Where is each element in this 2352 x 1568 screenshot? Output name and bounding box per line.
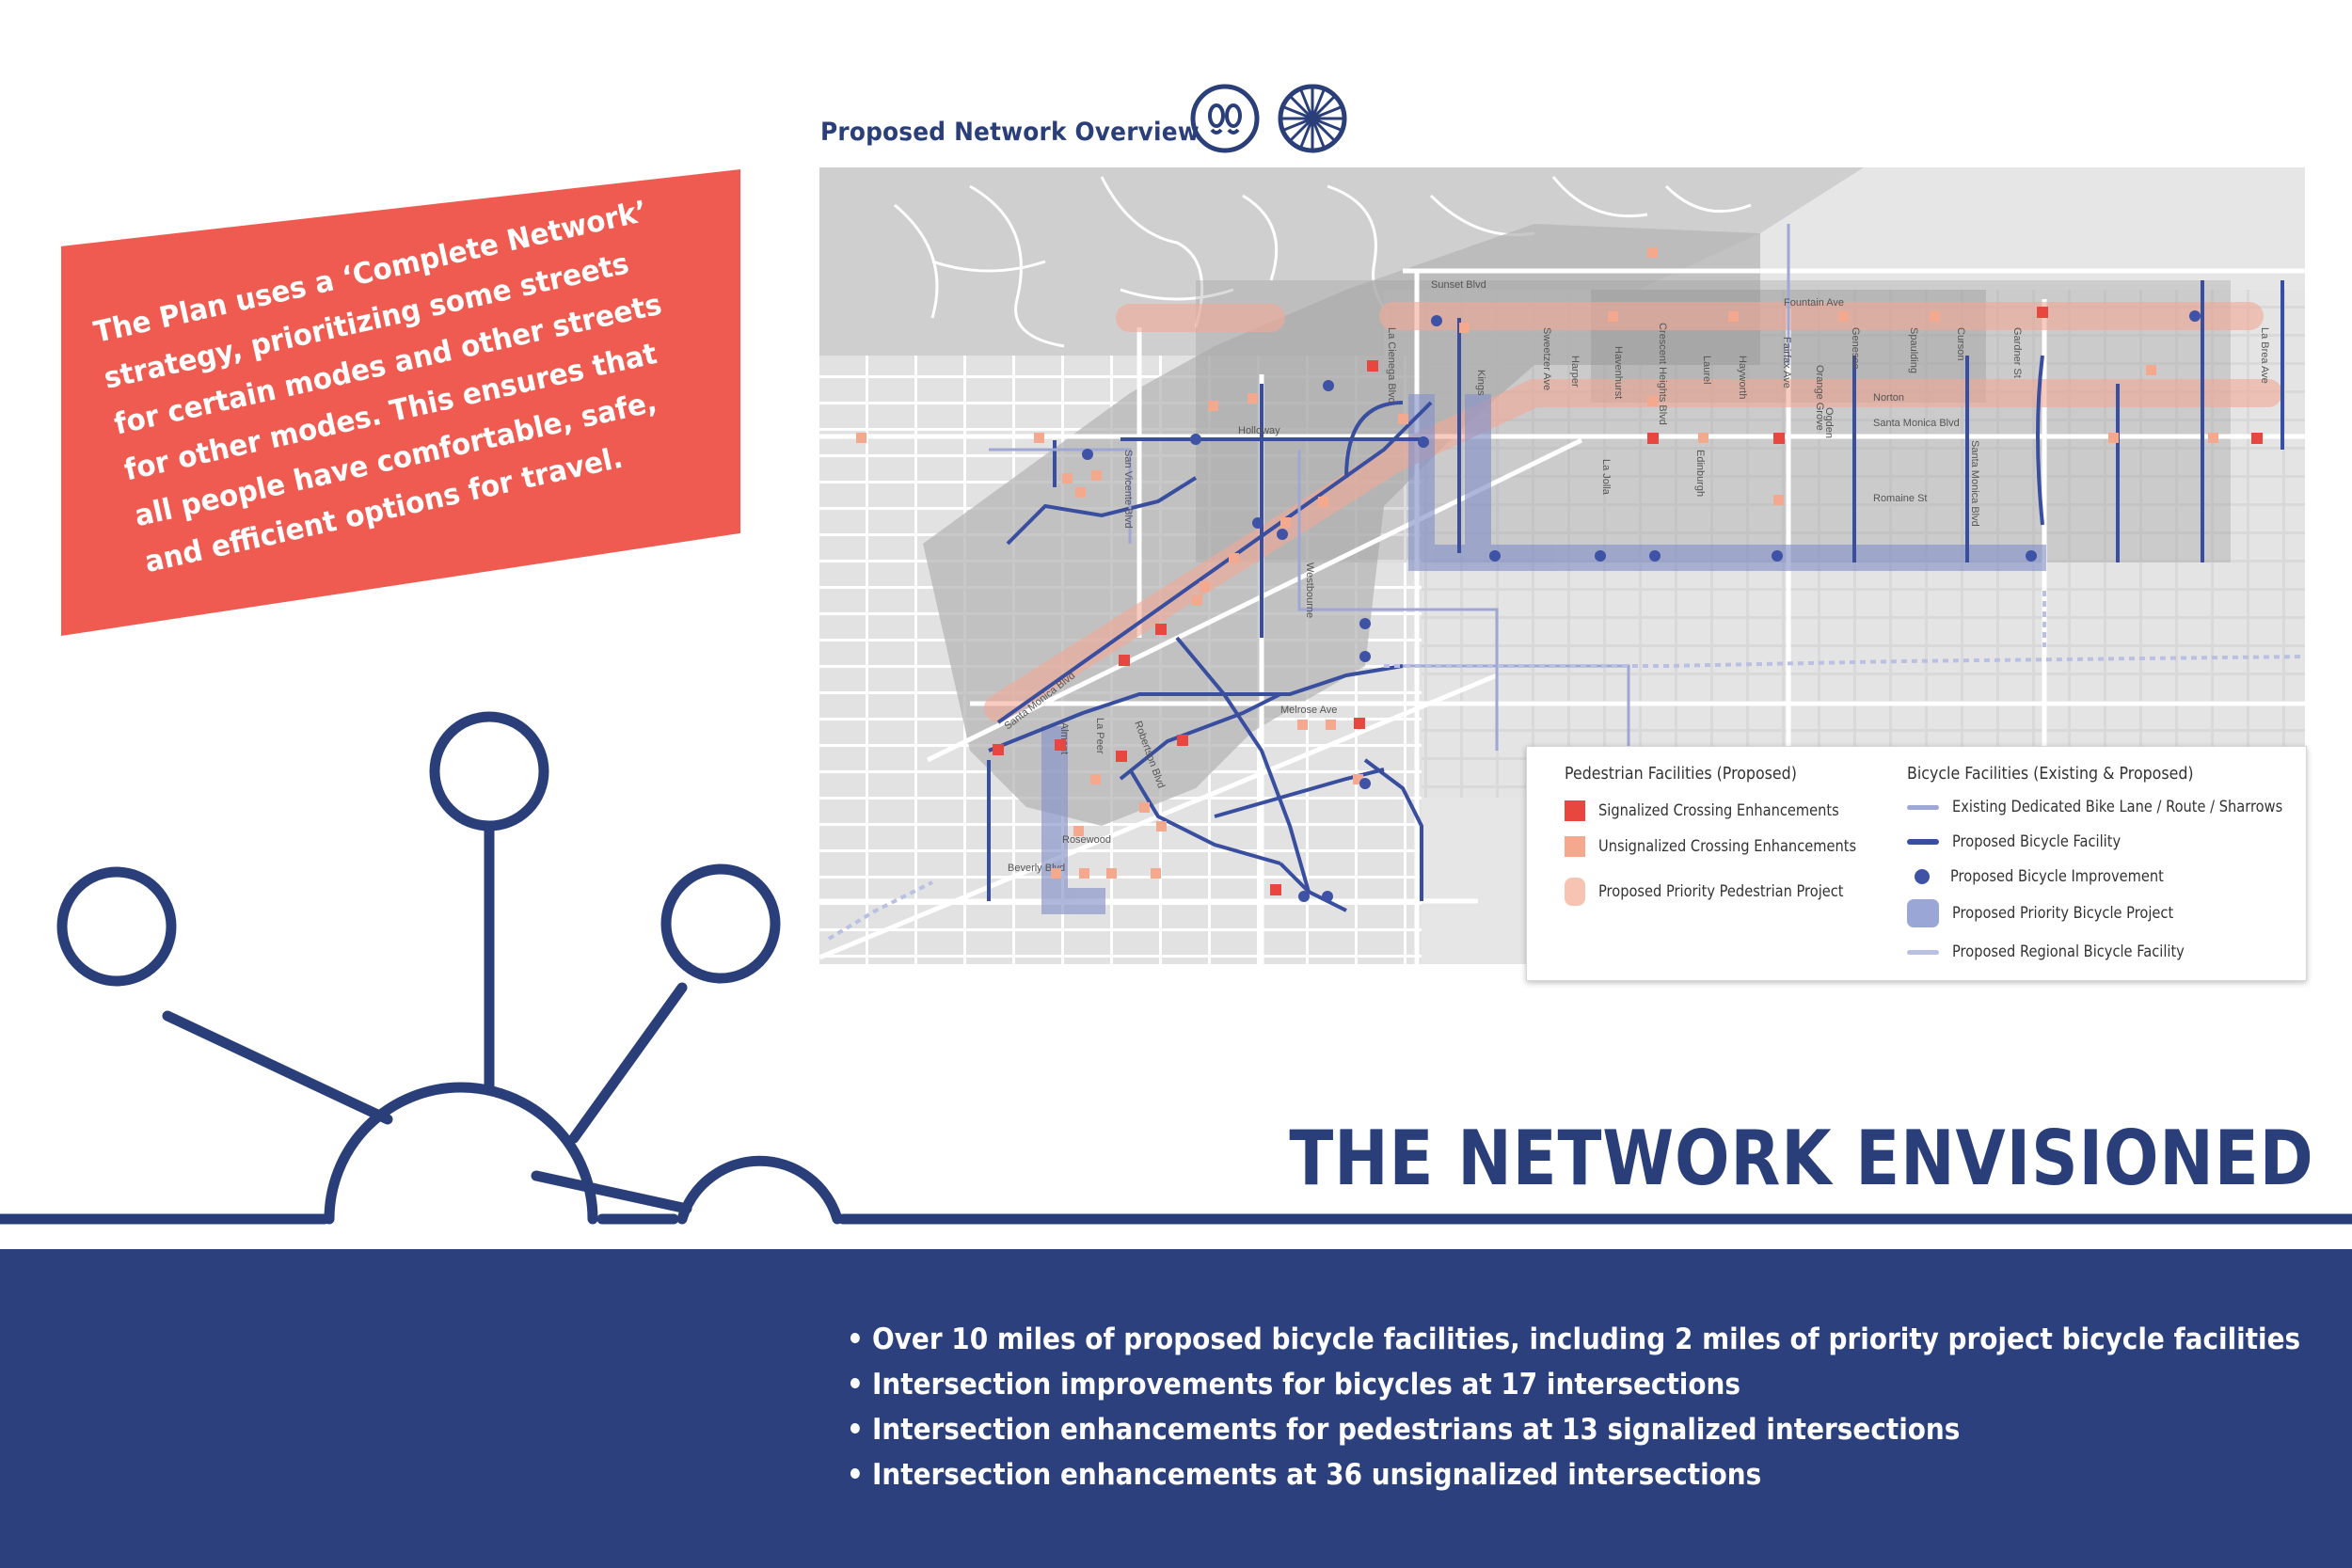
legend-label: Signalized Crossing Enhancements [1598,801,1839,820]
map-legend: Pedestrian Facilities (Proposed) Bicycle… [1526,746,2307,981]
signalized-crossing [1647,433,1659,444]
signalized-crossing [2251,433,2263,444]
street-label-fairfax: Fairfax Ave [1781,337,1792,388]
network-hub-graphic [0,711,2352,1225]
legend-item-existing-bike: Existing Dedicated Bike Lane / Route / S… [1907,798,2336,816]
legend-label: Unsignalized Crossing Enhancements [1598,837,1857,856]
signalized-crossing [1270,884,1281,895]
bicycle-wheel-icon [1278,84,1347,153]
stat-text: Intersection improvements for bicycles a… [872,1368,1740,1402]
regional-bicycle-facility [827,591,2305,941]
legend-label: Proposed Bicycle Improvement [1950,867,2164,886]
bike-improvement-swatch [1915,869,1930,884]
main-heading: THE NETWORK ENVISIONED [1289,1115,2314,1202]
district-area [923,224,1760,826]
street-label-spaulding: Spaulding [1908,327,1919,373]
signalized-crossing [1116,751,1127,762]
street-label-orange-grove: Orange Grove [1814,365,1825,431]
network-map[interactable]: Sunset Blvd Fountain Ave Santa Monica Bl… [819,167,2305,964]
street-label-la-jolla: La Jolla [1600,459,1612,496]
street-label-hayworth: Hayworth [1737,356,1748,399]
legend-item-signalized: Signalized Crossing Enhancements [1565,800,1878,821]
signalized-crossing [2037,307,2048,318]
street-label-rosewood: Rosewood [1062,834,1111,846]
legend-label: Proposed Regional Bicycle Facility [1952,942,2185,961]
hills-area [819,167,1864,356]
street-label-edinburgh: Edinburgh [1694,450,1706,497]
legend-item-priority-bike: Proposed Priority Bicycle Project [1907,899,2209,927]
street-label-la-brea: La Brea Ave [2259,327,2270,384]
stat-text: Intersection enhancements for pedestrian… [872,1413,1961,1447]
signalized-crossing [1773,433,1785,444]
legend-label: Proposed Priority Bicycle Project [1952,904,2174,923]
legend-item-priority-ped: Proposed Priority Pedestrian Project [1565,878,1883,906]
footer-band [0,1249,2352,1568]
street-label-laurel: Laurel [1701,356,1712,385]
legend-bicycle-heading: Bicycle Facilities (Existing & Proposed) [1907,764,2194,784]
priority-ped-swatch [1565,878,1585,906]
legend-item-regional-bike: Proposed Regional Bicycle Facility [1907,942,2222,961]
street-label-genesee: Genesee [1850,327,1861,370]
street-label-beverly: Beverly Blvd [1008,863,1065,874]
street-label-harper: Harper [1569,356,1581,388]
legend-item-bike-improvement: Proposed Bicycle Improvement [1915,867,2199,886]
map-title: Proposed Network Overview [820,118,1200,147]
priority-bike-swatch [1907,899,1939,927]
street-label-kings: Kings [1475,370,1486,396]
street-label-la-cienega: La Cienega Blvd [1386,327,1397,404]
signalized-crossing [993,744,1004,755]
legend-item-proposed-bike: Proposed Bicycle Facility [1907,832,2148,851]
stats-list: •Over 10 miles of proposed bicycle facil… [847,1317,2352,1497]
street-label-la-peer: La Peer [1094,718,1105,754]
signalized-crossing [1354,718,1365,729]
existing-bike-swatch [1907,804,1939,810]
street-label-curson: Curson [1955,327,1966,360]
proposed-bicycle-facility [987,280,2284,912]
legend-item-unsignalized: Unsignalized Crossing Enhancements [1565,836,1899,857]
proposed-bike-swatch [1907,839,1939,845]
stat-item: •Intersection improvements for bicycles … [847,1368,1740,1402]
signalized-crossing [1155,624,1167,635]
street-label-crescent-heights: Crescent Heights Blvd [1657,323,1668,425]
street-label-fountain: Fountain Ave [1784,297,1844,309]
signalized-crossing [1177,735,1188,746]
footprints-icon [1190,84,1260,153]
stat-text: Over 10 miles of proposed bicycle facili… [872,1323,2301,1356]
street-label-melrose: Melrose Ave [1280,705,1337,716]
stat-text: Intersection enhancements at 36 unsignal… [872,1458,1762,1492]
street-label-santa-monica-east: Santa Monica Blvd [1873,418,1960,429]
signalized-crossings [993,307,2263,895]
signalized-swatch [1565,800,1585,821]
street-label-santa-monica-blvd: Santa Monica Blvd [1969,440,1980,527]
signalized-crossing [1367,360,1378,372]
regional-bike-swatch [1907,949,1939,955]
street-label-san-vicente: San Vicente Blvd [1122,450,1134,529]
street-label-holloway: Holloway [1238,425,1280,436]
signalized-crossing [1119,655,1130,666]
street-label-gardner: Gardner St [2011,327,2023,378]
legend-label: Proposed Priority Pedestrian Project [1598,882,1844,901]
street-label-sunset: Sunset Blvd [1431,279,1486,291]
stat-item: •Intersection enhancements at 36 unsigna… [847,1458,1762,1492]
bicycle-improvements [1082,310,2201,902]
unsignalized-crossings [856,247,2218,879]
unsignalized-swatch [1565,836,1585,857]
street-label-romaine: Romaine St [1873,493,1927,504]
street-label-norton: Norton [1873,392,1904,404]
legend-label: Proposed Bicycle Facility [1952,832,2122,851]
street-label-ogden: Ogden [1823,407,1835,438]
signalized-crossing [1055,739,1066,751]
priority-bicycle-project [1041,394,2046,914]
legend-pedestrian-heading: Pedestrian Facilities (Proposed) [1565,764,1797,784]
stat-item: •Intersection enhancements for pedestria… [847,1413,1961,1447]
street-label-westbourne: Westbourne [1304,562,1315,618]
street-label-sweetzer: Sweetzer Ave [1541,327,1552,390]
legend-label: Existing Dedicated Bike Lane / Route / S… [1952,798,2283,816]
stat-item: •Over 10 miles of proposed bicycle facil… [847,1323,2301,1356]
street-label-havenhurst: Havenhurst [1613,346,1624,399]
